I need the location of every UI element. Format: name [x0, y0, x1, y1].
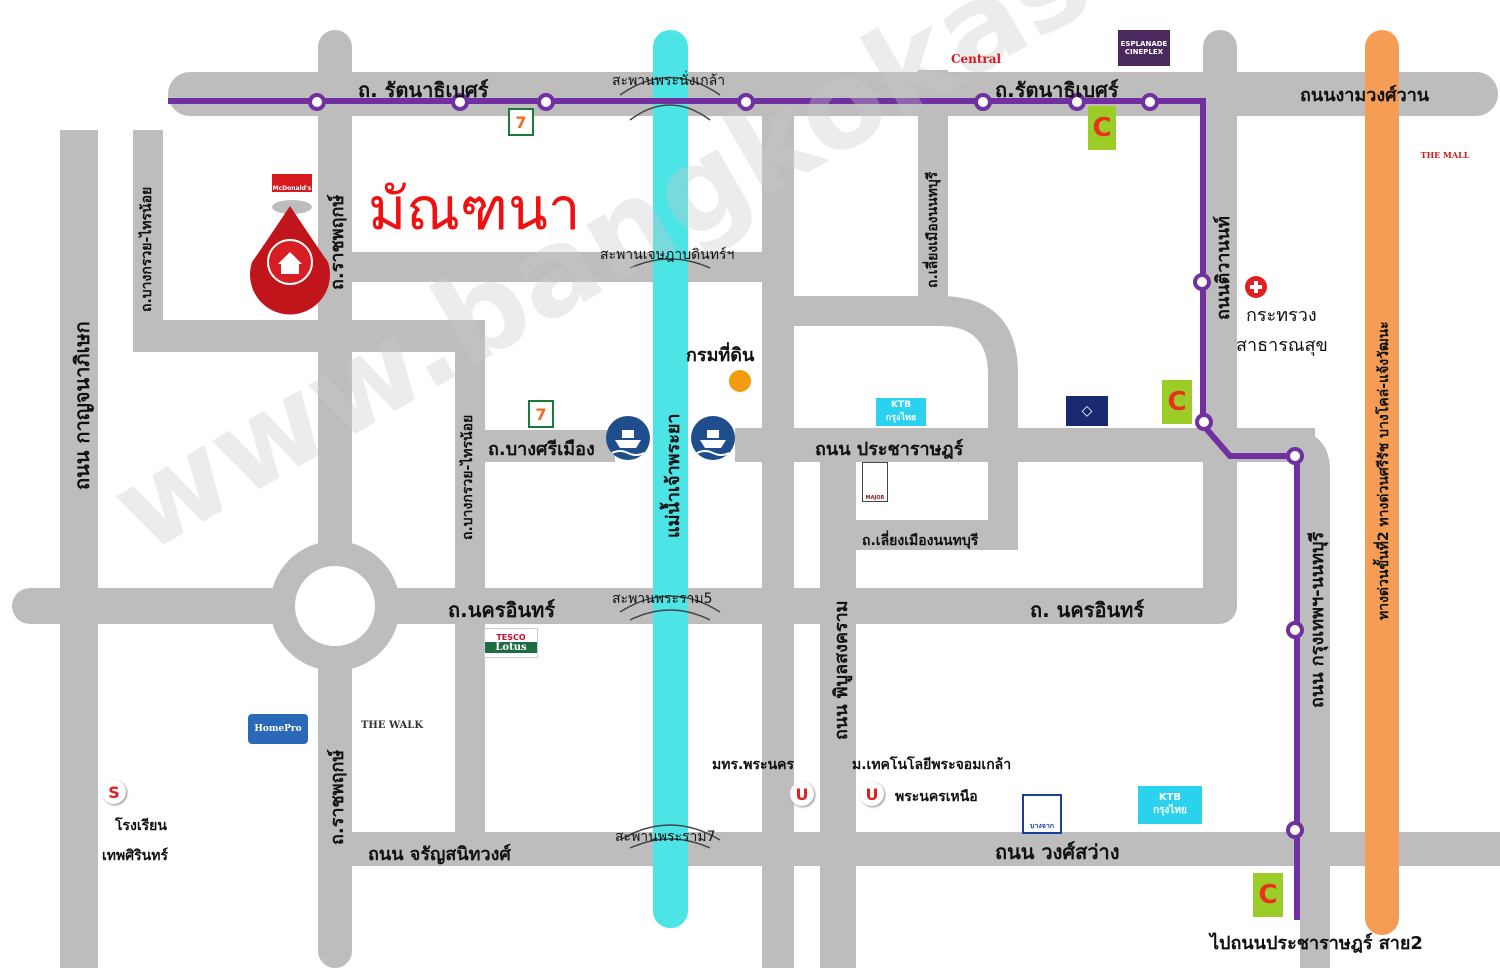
label-nakhon-in-east: ถ. นครอินทร์ [1030, 598, 1145, 622]
seven-eleven-logo-north: 7 [508, 108, 534, 136]
road-bang-si-mueang [485, 430, 615, 462]
road-liang-mueang-curve [794, 296, 1018, 540]
mcdonalds-logo: McDonald's [272, 152, 312, 192]
label-ministry-1: กระทรวง [1246, 305, 1317, 326]
road-kanchanaphisek [60, 130, 98, 968]
road-jessada [352, 252, 792, 282]
bangchak-logo: บางจาก [1022, 794, 1062, 834]
label-phibun-songkhram: ถนน พิบูลสงคราม [831, 600, 852, 740]
label-charansanitwong: ถนน จรัญสนิทวงศ์ [368, 844, 511, 865]
central-logo: Central [950, 52, 1002, 66]
label-school-1: โรงเรียน [115, 818, 167, 834]
major-cineplex-logo: MAJOR [862, 462, 888, 502]
label-nakhon-in-west: ถ.นครอินทร์ [448, 598, 556, 622]
label-bangkruai-west: ถ.บางกรวย-ไทรน้อย [139, 186, 155, 312]
tesco-text: TESCO [496, 633, 526, 642]
label-ratchaphruek-north: ถ.ราชพฤกษ์ [327, 194, 348, 290]
roads [12, 30, 1500, 968]
bridges [619, 76, 721, 849]
expressway [1365, 30, 1399, 935]
chao-phraya-river [653, 30, 688, 928]
hospital-icon [1245, 276, 1267, 298]
label-wong-sawang: ถนน วงศ์สว่าง [995, 840, 1120, 864]
label-kmutnb-1: ม.เทคโนโลยีพระจอมเกล้า [852, 757, 1012, 773]
bangkok-bank-logo: ◇ [1066, 396, 1108, 426]
esplanade-sub: CINEPLEX [1124, 48, 1164, 56]
purple-line [168, 98, 1300, 920]
home-pin-icon [249, 200, 331, 315]
boat-pier-icon-east [691, 416, 735, 460]
road-wong-sawang [352, 832, 1500, 866]
road-liang-horizontal [856, 520, 1018, 550]
label-chao-phraya: แม่น้ำเจ้าพระยา [663, 413, 684, 538]
label-bridge-jessada: สะพานเจษฎาบดินทร์ฯ [600, 247, 735, 263]
label-bridge-nonthaburi: สะพานพระนั่งเกล้า [612, 73, 726, 89]
road-bangkruai-mid [455, 320, 485, 850]
homepro-logo: HomePro [248, 714, 308, 744]
label-rattanathibet-west: ถ. รัตนาธิเบศร์ [358, 78, 489, 102]
boat-pier-icon-west [606, 416, 650, 460]
ktb-text: KTB [891, 400, 911, 410]
lotus-text: Lotus [485, 642, 537, 653]
label-land-department: กรมที่ดิน [686, 345, 755, 366]
label-krungthep-nonthaburi: ถนน กรุงเทพฯ-นนทบุรี [1307, 531, 1328, 708]
purple-line-stations [308, 93, 1304, 839]
road-liang-mueang [918, 70, 948, 300]
label-liang-mueang-horizontal: ถ.เลี่ยงเมืองนนทบุรี [862, 533, 979, 549]
label-rattanathibet-east: ถ.รัตนาธิเบศร์ [995, 78, 1119, 102]
road-bangkruai-west [133, 130, 163, 340]
big-c-logo-south: C [1253, 873, 1283, 917]
school-icon: S [102, 780, 126, 804]
label-prachacharat: ถนน ประชาราษฎร์ [815, 439, 964, 460]
seven-eleven-logo-bangsimueang: 7 [528, 400, 554, 428]
ktb-text: KTB [1158, 792, 1182, 803]
label-to-pracharat-2: ไปถนนประชาราษฎร์ สาย2 [1210, 933, 1423, 954]
ktb-logo-wongsawang: KTB กรุงไทย [1138, 786, 1202, 824]
the-mall-logo: THE MALL [1420, 150, 1470, 160]
the-walk-logo: THE WALK [360, 719, 424, 731]
label-kmutnb-2: พระนครเหนือ [895, 789, 978, 805]
road-phibun [820, 462, 856, 968]
road-tiwanon [1203, 30, 1237, 620]
label-tiwanon: ถนนติวานนท์ [1213, 216, 1234, 320]
big-c-logo-tiwanon: C [1162, 380, 1192, 424]
label-bangkruai-mid: ถ.บางกรวย-ไทรน้อย [460, 414, 476, 540]
label-kanchanaphisek: ถนน กาญจนาภิเษก [70, 321, 94, 490]
land-department-marker [729, 370, 751, 392]
ktb-logo-prachacharat: KTB กรุงไทย [876, 398, 926, 426]
label-school-2: เทพศิรินทร์ [102, 848, 168, 864]
label-liang-mueang-vertical: ถ.เลี่ยงเมืองนนทบุรี [925, 171, 941, 288]
university-icon-rmutp: U [790, 782, 814, 806]
label-ratchaphruek-south: ถ.ราชพฤกษ์ [327, 749, 348, 845]
road-rattanathibet [168, 72, 1498, 116]
university-icon-kmutnb: U [860, 782, 884, 806]
label-rmutp: มทร.พระนคร [712, 757, 795, 773]
label-bang-si-mueang: ถ.บางศรีเมือง [488, 439, 595, 460]
label-ministry-2: สาธารณสุข [1236, 335, 1328, 356]
project-title: มัณฑนา [368, 175, 581, 243]
big-c-logo-rattanathibet: C [1088, 106, 1116, 150]
ktb-sub: กรุงไทย [885, 413, 917, 423]
label-expressway: ทางด่วนขั้นที่2 ทางด่วนศรีรัช บางโคล่-แจ… [1376, 321, 1392, 620]
ktb-sub: กรุงไทย [1153, 805, 1187, 816]
label-bridge-rama5: สะพานพระราม5 [612, 591, 713, 607]
label-bridge-rama7: สะพานพระราม7 [615, 829, 716, 845]
esplanade-text: ESPLANADE [1120, 40, 1168, 48]
label-ngamwongwan: ถนนงามวงศ์วาน [1300, 85, 1430, 106]
